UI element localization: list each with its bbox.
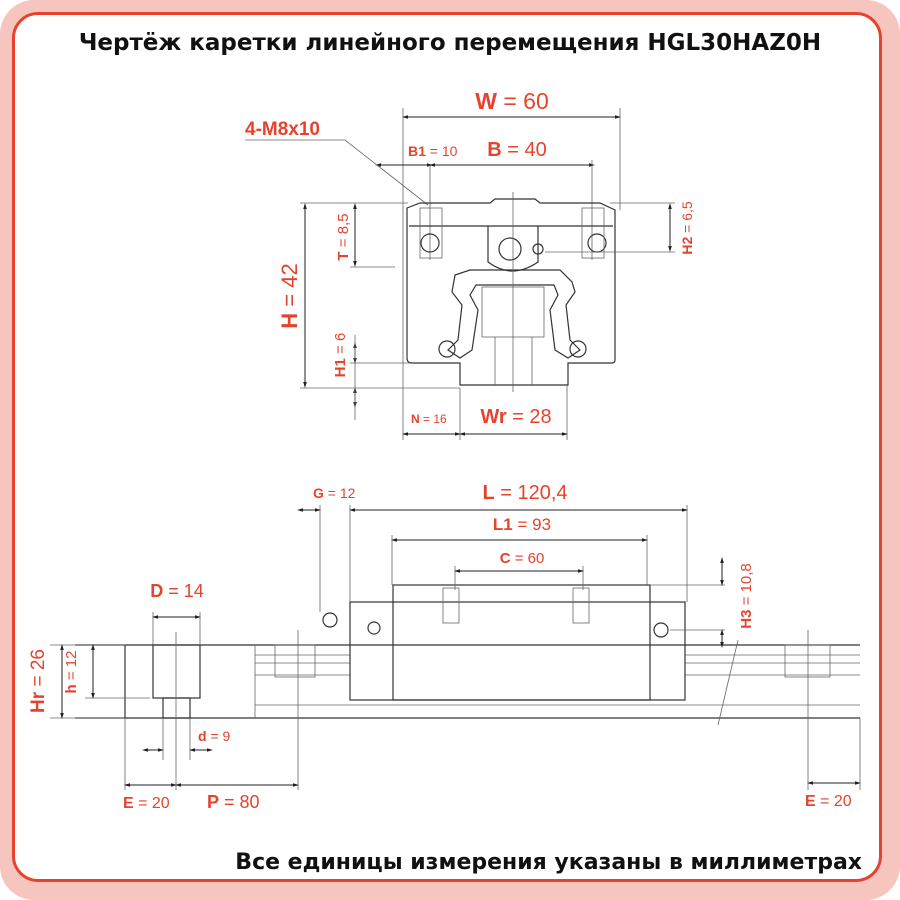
label-e-right: E = 20 xyxy=(805,793,852,810)
label-c: C = 60 xyxy=(500,550,545,567)
label-n: N = 16 xyxy=(411,412,447,426)
rail-profile xyxy=(447,269,581,359)
label-wr: Wr = 28 xyxy=(480,406,551,428)
carriage-outline xyxy=(406,198,616,386)
label-h: H = 42 xyxy=(277,263,302,328)
label-h2: H2 = 6,5 xyxy=(679,201,695,255)
front-view xyxy=(245,108,675,440)
thread-label: 4-M8x10 xyxy=(245,119,320,140)
label-h3: H3 = 10,8 xyxy=(738,563,755,628)
label-d-lower: d = 9 xyxy=(198,728,231,744)
label-h1: H1 = 6 xyxy=(332,333,349,378)
label-b1: B1 = 10 xyxy=(408,143,458,159)
label-hr: Hr = 26 xyxy=(28,649,49,713)
carriage-side xyxy=(349,601,686,701)
label-t: T = 8,5 xyxy=(335,213,352,260)
label-d-upper: D = 14 xyxy=(150,581,204,601)
label-l: L = 120,4 xyxy=(482,482,567,504)
label-e-left: E = 20 xyxy=(123,795,170,812)
units-note: Все единицы измерения указаны в миллимет… xyxy=(235,850,862,875)
page-title: Чертёж каретки линейного перемещения HGL… xyxy=(78,30,822,56)
label-l1: L1 = 93 xyxy=(493,515,551,534)
label-h-lower: h = 12 xyxy=(63,651,80,694)
side-view xyxy=(50,505,861,790)
thread-leader xyxy=(245,139,429,206)
label-g: G = 12 xyxy=(313,485,356,501)
label-b: B = 40 xyxy=(487,139,547,161)
label-w: W = 60 xyxy=(475,88,549,114)
inner-frame xyxy=(12,12,882,882)
label-p: P = 80 xyxy=(207,792,260,812)
